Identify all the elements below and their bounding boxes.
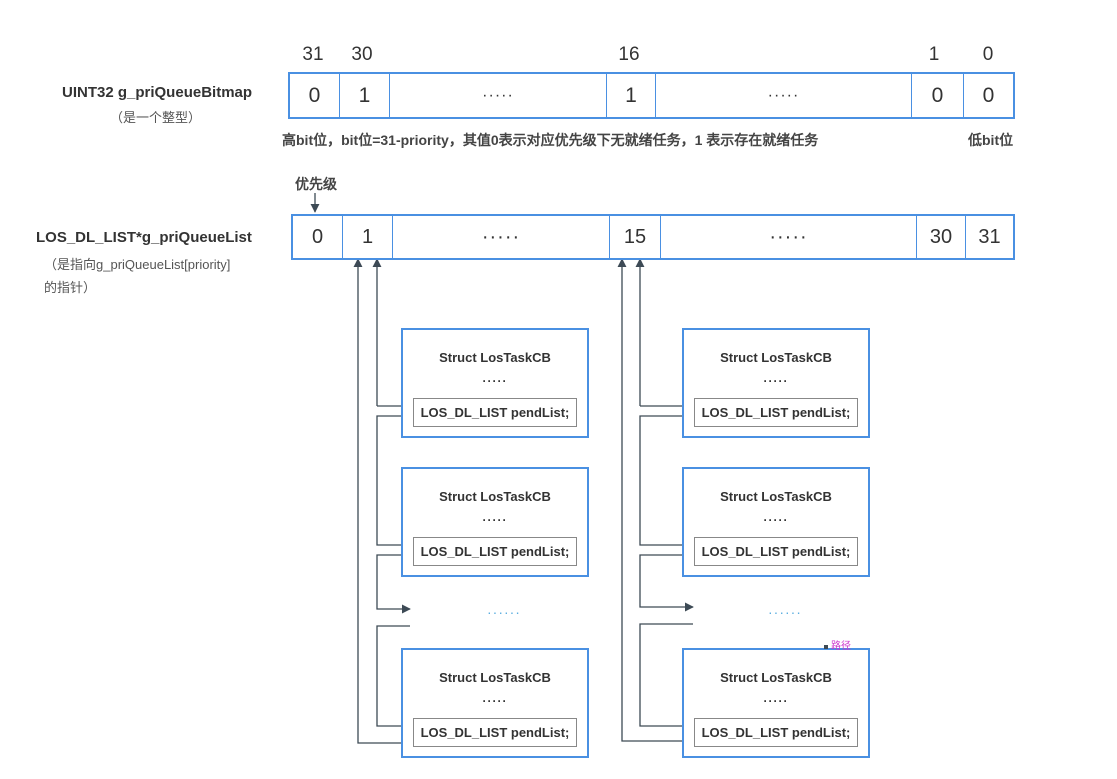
task-ellipsis: ······	[487, 604, 521, 620]
bitmap-label: UINT32 g_priQueueBitmap	[62, 84, 253, 101]
task-cb-dots: ·····	[482, 694, 508, 708]
bitmap-cell-ellipsis: ·····	[656, 74, 912, 117]
queue-cell-ellipsis: ·····	[393, 216, 610, 258]
bitmap-row: 0 1 ····· 1 ····· 0 0	[288, 72, 1015, 119]
bit-number-30: 30	[351, 44, 373, 65]
pend-list-field: LOS_DL_LIST pendList;	[694, 537, 858, 566]
bit-number-1: 1	[928, 44, 940, 65]
pend-list-field: LOS_DL_LIST pendList;	[413, 398, 577, 427]
pend-list-field: LOS_DL_LIST pendList;	[694, 718, 858, 747]
right-up-arrow-outer	[617, 258, 693, 742]
path-anchor-handle[interactable]	[824, 645, 828, 649]
task-cb-block-selected[interactable]: Struct LosTaskCB ····· LOS_DL_LIST pendL…	[682, 648, 870, 758]
task-ellipsis: ······	[768, 604, 802, 620]
task-cb-title: Struct LosTaskCB	[439, 489, 551, 504]
left-up-arrow-outer	[353, 258, 410, 744]
task-cb-block: Struct LosTaskCB ····· LOS_DL_LIST pendL…	[401, 467, 589, 577]
priority-label: 优先级	[295, 176, 337, 192]
task-cb-dots: ·····	[763, 513, 789, 527]
pend-list-field: LOS_DL_LIST pendList;	[413, 537, 577, 566]
bitmap-cell: 0	[982, 83, 995, 107]
task-cb-title: Struct LosTaskCB	[720, 670, 832, 685]
queue-list-label: LOS_DL_LIST*g_priQueueList	[36, 229, 252, 246]
queue-cell: 30	[917, 216, 966, 258]
queue-list-sublabel-2: 的指针）	[44, 280, 97, 295]
task-cb-block: Struct LosTaskCB ····· LOS_DL_LIST pendL…	[401, 328, 589, 438]
pend-list-field: LOS_DL_LIST pendList;	[694, 398, 858, 427]
queue-cell: 1	[343, 216, 393, 258]
bitmap-sublabel: （是一个整型）	[110, 110, 202, 125]
task-cb-dots: ·····	[482, 374, 508, 388]
task-cb-title: Struct LosTaskCB	[439, 670, 551, 685]
task-cb-dots: ·····	[763, 694, 789, 708]
bit-number-31: 31	[302, 44, 324, 65]
bitmap-cell: 1	[607, 74, 656, 117]
bit-number-0: 0	[982, 44, 994, 65]
queue-cell: 15	[610, 216, 661, 258]
bit-number-16: 16	[618, 44, 640, 65]
pend-list-field: LOS_DL_LIST pendList;	[413, 718, 577, 747]
queue-cell: 0	[293, 216, 343, 258]
task-cb-title: Struct LosTaskCB	[439, 350, 551, 365]
bitmap-note: 高bit位，bit位=31-priority，其值0表示对应优先级下无就绪任务，…	[282, 132, 819, 148]
queue-list-sublabel-1: （是指向g_priQueueList[priority]	[44, 257, 231, 272]
task-cb-block: Struct LosTaskCB ····· LOS_DL_LIST pendL…	[682, 328, 870, 438]
task-cb-title: Struct LosTaskCB	[720, 350, 832, 365]
bitmap-cell: 1	[340, 74, 390, 117]
bitmap-cell: 0	[912, 74, 964, 117]
queue-list-row: 0 1 ····· 15 ····· 30 31	[291, 214, 1015, 260]
task-cb-dots: ·····	[482, 513, 508, 527]
task-cb-block: Struct LosTaskCB ····· LOS_DL_LIST pendL…	[401, 648, 589, 758]
task-cb-dots: ·····	[763, 374, 789, 388]
task-cb-title: Struct LosTaskCB	[720, 489, 832, 504]
task-cb-block: Struct LosTaskCB ····· LOS_DL_LIST pendL…	[682, 467, 870, 577]
queue-cell: 31	[978, 225, 1001, 248]
low-bit-note: 低bit位	[968, 132, 1014, 148]
bitmap-cell-ellipsis: ·····	[390, 74, 607, 117]
path-tag: 路径	[831, 641, 851, 652]
bitmap-cell: 0	[290, 74, 340, 117]
queue-cell-ellipsis: ·····	[661, 216, 917, 258]
